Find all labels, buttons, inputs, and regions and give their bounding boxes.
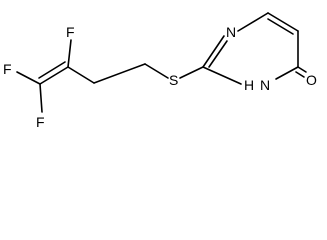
bond-c3-c2 <box>67 66 95 84</box>
structural-formula: F F F S N N H O <box>3 12 317 130</box>
bond-c1-s <box>144 63 169 79</box>
bond-c4-o-double-b <box>295 71 305 78</box>
bond-ring-c6-c5-double <box>267 18 294 35</box>
ring-nitrogen-label: N <box>226 24 236 40</box>
bond-c4-f-bottom <box>39 83 43 113</box>
bond-s-ring-c2 <box>179 66 204 79</box>
fluorine-top-label: F <box>66 24 75 40</box>
oxygen-label: O <box>306 72 317 88</box>
sulfur-label: S <box>169 72 178 88</box>
bond-ring-c4-n3 <box>275 66 299 80</box>
bond-ring-n1-c6 <box>237 12 269 32</box>
bond-c4-f-left <box>16 71 41 85</box>
ring-nh-nitrogen-label: N <box>260 77 270 93</box>
fluorine-bottom-label: F <box>36 114 45 130</box>
fluorine-left-label: F <box>3 61 12 77</box>
bond-c3-c4-double-b <box>38 61 66 79</box>
bond-ring-c2-n1 <box>202 35 225 68</box>
bond-ring-n3-c2 <box>202 66 242 85</box>
bond-ring-c6-c5 <box>267 12 299 32</box>
bond-c3-c4-double-a <box>39 66 69 85</box>
bond-c4-o-double-a <box>297 66 307 73</box>
bond-c3-f-top <box>67 39 72 68</box>
bond-c2-c1 <box>93 63 146 84</box>
bond-ring-c2-n1-double <box>208 40 228 68</box>
ring-nh-hydrogen-label: H <box>244 77 254 93</box>
